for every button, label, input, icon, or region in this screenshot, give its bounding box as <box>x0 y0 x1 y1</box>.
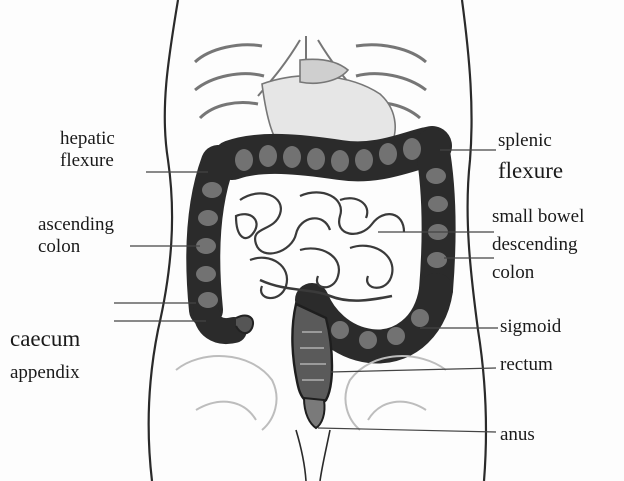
hepatic-label-line2: flexure <box>60 150 115 172</box>
splenic-label: splenic <box>498 130 552 152</box>
ascending-label-line2: colon <box>38 236 114 258</box>
anus-label: anus <box>500 424 535 446</box>
sigmoid-label: sigmoid <box>500 316 561 338</box>
splenic-flexure-label: flexure <box>498 158 563 184</box>
descending-colon-label: descending colon <box>492 234 577 284</box>
appendix-label: appendix <box>10 362 80 384</box>
appendix-shape <box>236 316 253 333</box>
hepatic-flexure-label: hepatic flexure <box>60 128 115 172</box>
descending-label-line1: descending <box>492 234 577 256</box>
rectum-shape <box>292 304 332 428</box>
caecum-label: caecum <box>10 326 80 352</box>
hepatic-label-line1: hepatic <box>60 128 115 150</box>
ascending-colon-label: ascending colon <box>38 214 114 258</box>
small-bowel-label: small bowel <box>492 206 584 228</box>
rectum-label: rectum <box>500 354 553 376</box>
ascending-label-line1: ascending <box>38 214 114 236</box>
small-bowel <box>236 192 404 300</box>
descending-label-line2: colon <box>492 262 577 284</box>
